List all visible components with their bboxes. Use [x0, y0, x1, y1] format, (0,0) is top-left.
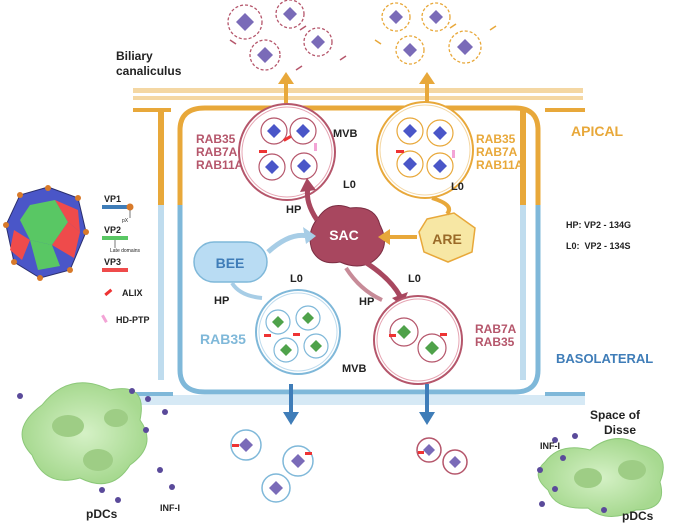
rab-top-left-3: RAB11A [196, 158, 244, 172]
rab-top-right-1: RAB35 [476, 132, 516, 146]
mvb-apical-left [238, 103, 336, 201]
mvb-bottom-label: MVB [342, 363, 367, 375]
basolateral-release-arrows [283, 384, 435, 425]
legend-vp1: VP1 [104, 194, 121, 204]
rab-top-left-1: RAB35 [196, 132, 236, 146]
released-quasi-enveloped-virions-right [374, 2, 497, 65]
pathway-l0-are: L0 [451, 181, 464, 193]
legend-glyphs [101, 203, 134, 323]
pathway-l0-mid: L0 [408, 273, 421, 285]
legend-vp1-sub: pX [122, 218, 129, 224]
released-quasi-enveloped-virions-left [227, 0, 347, 71]
biliary-canaliculus-label-line1: Biliary [116, 49, 153, 63]
infi-dots-left [17, 388, 175, 503]
bee-label: BEE [216, 255, 245, 271]
mvb-top-label: MVB [333, 128, 358, 140]
trafficking-arrows [230, 178, 452, 306]
pathway-hp-mid: HP [359, 296, 374, 308]
rab-bottom-left-1: RAB35 [200, 331, 246, 347]
rab-top-left-2: RAB7A [196, 145, 238, 159]
are-compartment [418, 212, 476, 263]
definition-hp: HP: VP2 - 134G [566, 220, 631, 230]
basolateral-membrane [133, 205, 585, 405]
are-label: ARE [432, 231, 462, 247]
pdc-cells-right [537, 438, 664, 517]
pdcs-left-label: pDCs [86, 507, 118, 521]
pathway-l0-bee: L0 [290, 273, 303, 285]
apical-label: APICAL [571, 123, 624, 139]
sac-label: SAC [329, 227, 359, 243]
legend-hdptp: HD-PTP [116, 315, 150, 325]
legend-alix: ALIX [122, 288, 143, 298]
apical-membrane [133, 88, 585, 205]
pdcs-right-label: pDCs [622, 509, 654, 523]
rab-bottom-right-2: RAB35 [475, 335, 515, 349]
pdc-cells-left [21, 382, 148, 485]
pathway-hp-bee: HP [214, 295, 229, 307]
sac-compartment [309, 205, 385, 267]
biliary-canaliculus-label-line2: canaliculus [116, 64, 182, 78]
rab-top-right-3: RAB11A [476, 158, 524, 172]
rab-top-right-2: RAB7A [476, 145, 518, 159]
bee-compartment [193, 241, 268, 283]
space-of-disse-line2: Disse [604, 423, 636, 437]
legend-vp3: VP3 [104, 257, 121, 267]
hav-capsid-icon [3, 185, 89, 281]
mvb-basolateral-right [373, 295, 463, 385]
space-of-disse-line1: Space of [590, 408, 641, 422]
rab-bottom-right-1: RAB7A [475, 322, 517, 336]
pathway-hp-top: HP [286, 204, 301, 216]
definition-l0: L0: VP2 - 134S [566, 241, 631, 251]
legend-vp2: VP2 [104, 225, 121, 235]
infi-right-label: INF-I [540, 441, 560, 451]
basolateral-released-vesicles-left [230, 429, 314, 503]
mvb-basolateral-left [255, 289, 341, 375]
infi-dots-right [537, 433, 607, 513]
basolateral-released-vesicles-right [416, 437, 468, 475]
basolateral-label: BASOLATERAL [556, 351, 653, 366]
mvb-apical-right [376, 101, 474, 199]
pathway-l0-top: L0 [343, 179, 356, 191]
infi-left-label: INF-I [160, 503, 180, 513]
legend-vp2-sub: Late domains [110, 248, 141, 254]
